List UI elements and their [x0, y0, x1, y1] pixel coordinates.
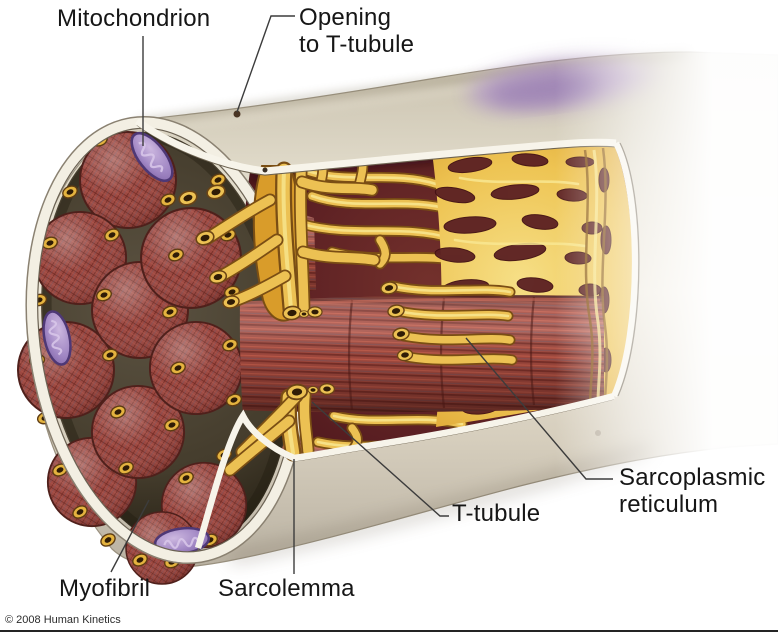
leader-sarcoplasmic-reticulum [465, 337, 613, 480]
central-myofibril-cylinder [239, 147, 609, 421]
t-tubule-surface-opening-dot [233, 110, 241, 118]
rim-notch-dot [262, 167, 268, 173]
label-sarcoplasmic-reticulum: Sarcoplasmic reticulum [619, 464, 766, 518]
image-bottom-border [0, 630, 778, 632]
label-t-tubule: T-tubule [452, 500, 541, 527]
label-opening-to-t-tubule: Opening to T-tubule [299, 4, 415, 58]
leader-opening-to-t-tubule [236, 15, 295, 113]
label-sarcolemma: Sarcolemma [218, 575, 355, 602]
leader-lines [110, 15, 613, 574]
leader-myofibril [110, 499, 150, 573]
leader-t-tubule [311, 401, 449, 517]
copyright-credit: © 2008 Human Kinetics [5, 614, 121, 626]
label-mitochondrion: Mitochondrion [57, 5, 211, 32]
label-myofibril: Myofibril [59, 575, 151, 602]
right-fade-overlay [540, 0, 778, 632]
